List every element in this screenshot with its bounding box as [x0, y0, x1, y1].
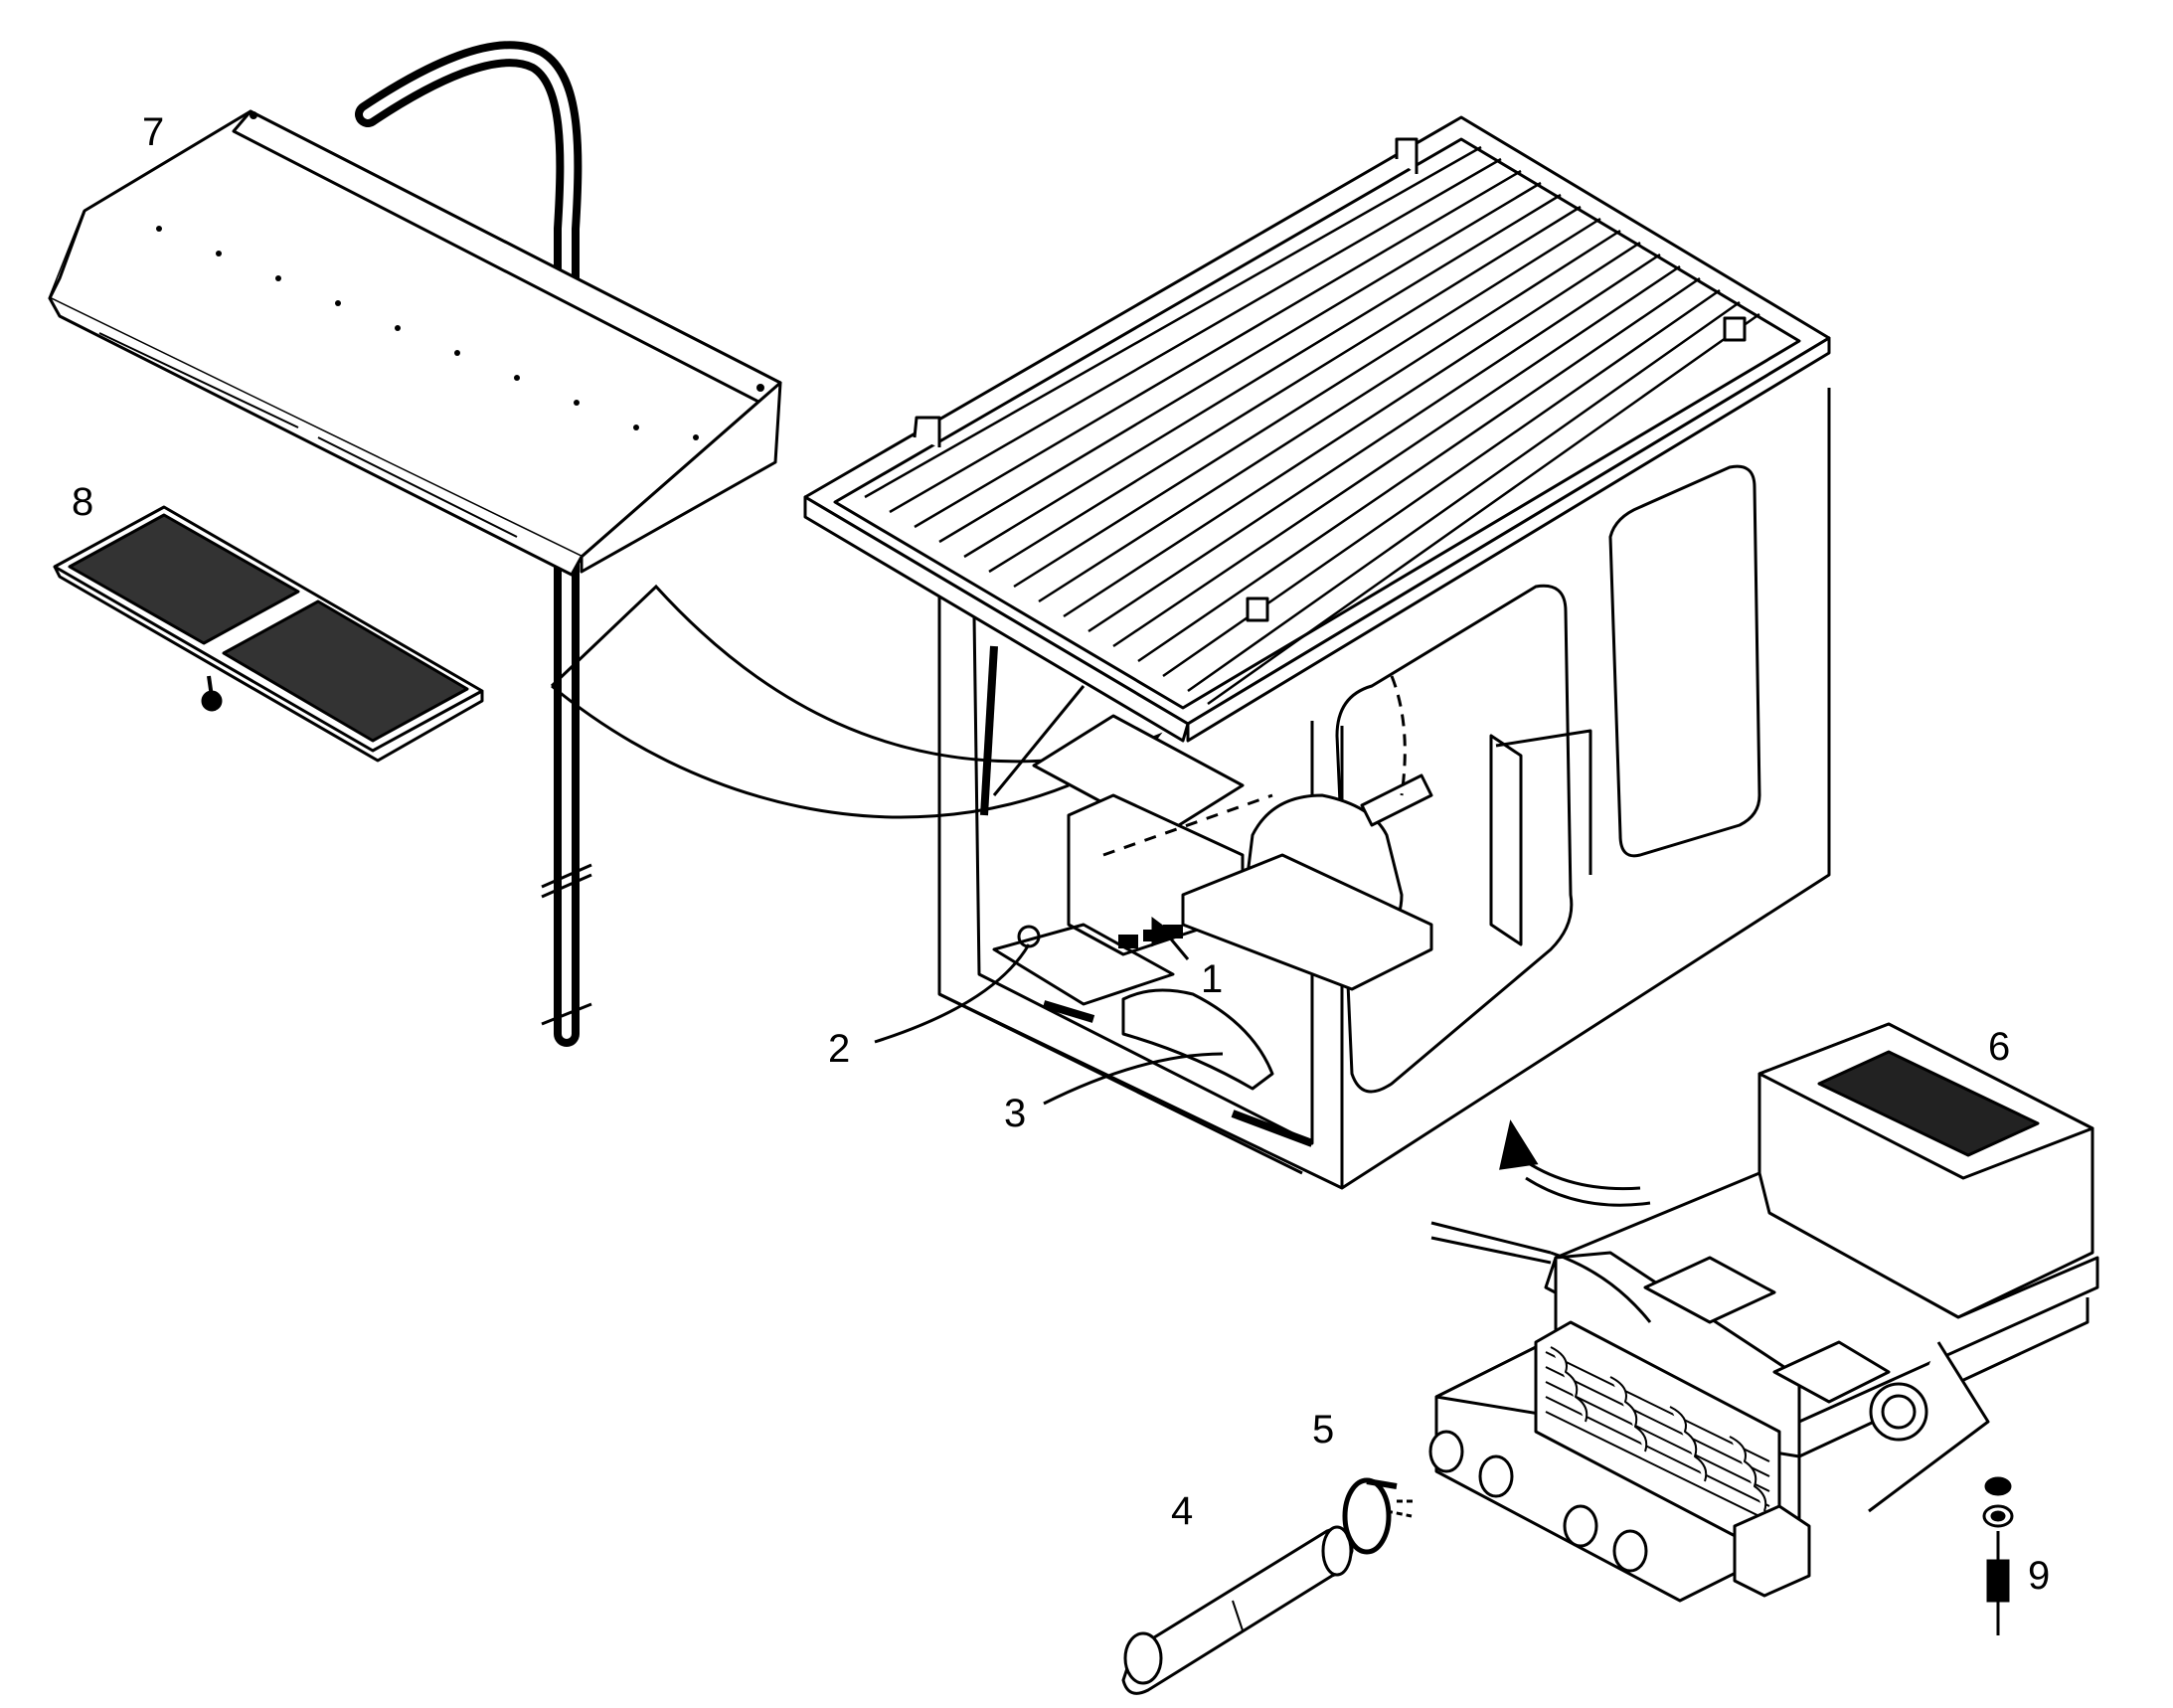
cover-housing — [50, 111, 780, 575]
hose-clamp — [1345, 1480, 1417, 1552]
mounting-hardware — [1984, 1478, 2012, 1635]
assembly-arrow-lower — [1501, 1123, 1650, 1205]
grille-panel — [55, 507, 482, 761]
callout-8: 8 — [72, 480, 94, 524]
callout-5: 5 — [1312, 1408, 1335, 1452]
hose-section — [1123, 1527, 1352, 1693]
operator-cab — [805, 117, 1829, 1188]
callout-3: 3 — [1004, 1092, 1027, 1135]
callout-9: 9 — [2028, 1554, 2051, 1598]
heater-unit — [1430, 1024, 2097, 1601]
callout-4: 4 — [1171, 1489, 1194, 1533]
callout-2: 2 — [828, 1027, 851, 1071]
callout-6: 6 — [1988, 1025, 2011, 1069]
leader-lines — [875, 920, 1223, 1104]
callout-7: 7 — [142, 110, 165, 154]
grille-screw — [202, 693, 222, 709]
heater-hose-pipe — [368, 54, 591, 1034]
callout-1: 1 — [1201, 957, 1224, 1001]
